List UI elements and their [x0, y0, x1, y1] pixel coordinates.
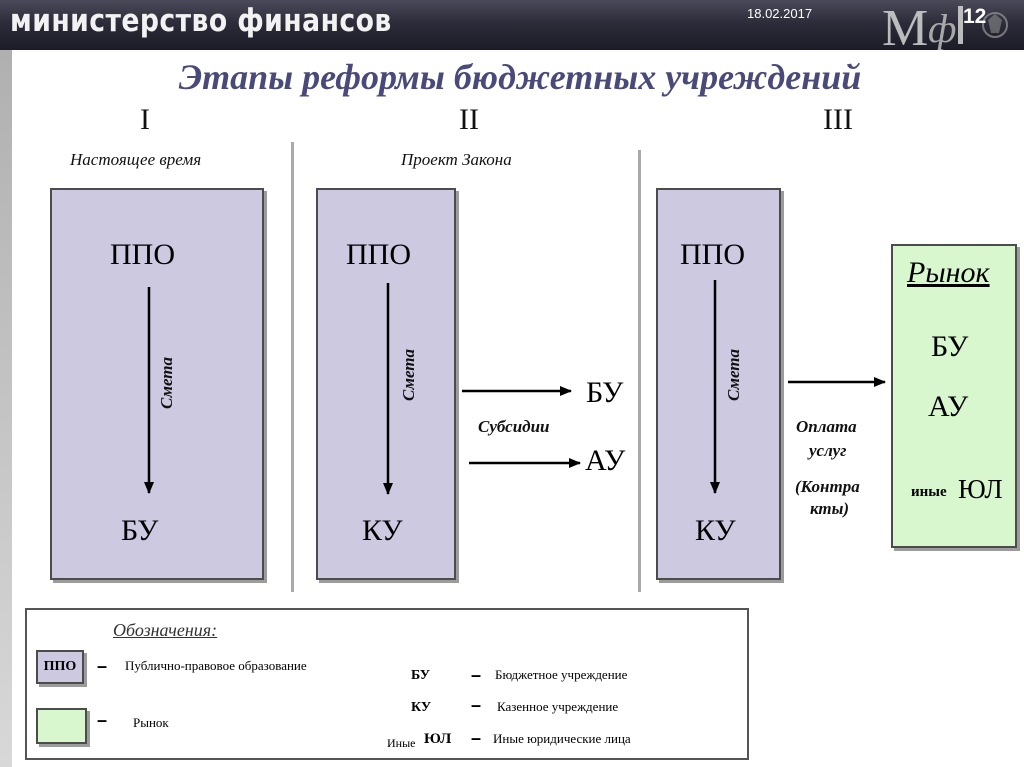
legend-yul-abbr: ЮЛ	[424, 731, 452, 747]
legend-yul-prefix: Иные	[387, 736, 416, 750]
slide-date: 18.02.2017	[747, 6, 813, 21]
separator-2-3	[638, 150, 641, 592]
legend-title: Обозначения:	[113, 620, 218, 640]
left-decor-bar	[0, 50, 12, 767]
subsidies-label: Субсидии	[478, 417, 550, 436]
slide-number: 12	[963, 5, 987, 28]
svg-text:M: M	[882, 0, 928, 50]
ministry-name: министерство финансов	[10, 3, 392, 39]
payment-label-line-2: услуг	[809, 441, 847, 460]
market-item-au: АУ	[928, 390, 969, 423]
market-item-other-prefix: иные	[911, 484, 947, 500]
payment-label-line-1: Оплата	[796, 417, 857, 436]
header-bar: министерство финансов 18.02.2017 M ф 12	[0, 0, 1024, 50]
stage-1-numeral: I	[140, 103, 150, 136]
market-box	[891, 244, 1017, 548]
legend-dash: –	[471, 665, 482, 685]
stage-1-box	[50, 188, 264, 580]
stage-1-arrow-label: Смета	[157, 356, 176, 410]
legend-market-definition: Рынок	[133, 715, 169, 730]
stage-3-box	[656, 188, 781, 580]
stage-1-top-label: ППО	[110, 238, 175, 271]
stage-1-label: Настоящее время	[70, 150, 202, 169]
stage-3-arrow-label: Смета	[724, 348, 743, 402]
legend-yul-definition: Иные юридические лица	[493, 731, 631, 746]
legend-bu-definition: Бюджетное учреждение	[495, 667, 628, 682]
legend-ku-definition: Казенное учреждение	[497, 699, 619, 714]
stage-2-output-au: АУ	[585, 444, 626, 477]
stage-2-label: Проект Закона	[401, 150, 512, 169]
slide-title: Этапы реформы бюджетных учреждений	[178, 57, 862, 97]
legend-dash: –	[471, 728, 482, 748]
legend-dash: –	[97, 656, 108, 676]
stage-3-top-label: ППО	[680, 238, 745, 271]
legend-ppo-swatch: ППО	[36, 650, 84, 684]
stage-2-numeral: II	[459, 103, 479, 136]
stage-2-output-bu: БУ	[586, 376, 624, 409]
stage-2-bottom-label: КУ	[362, 514, 403, 547]
legend-dash: –	[97, 710, 108, 730]
market-item-yul: ЮЛ	[958, 474, 1003, 504]
stage-2-top-label: ППО	[346, 238, 411, 271]
legend-bu-abbr: БУ	[411, 668, 431, 683]
legend-dash: –	[471, 695, 482, 715]
legend-ppo-definition: Публично-правовое образование	[125, 658, 307, 673]
market-title: Рынок	[907, 256, 990, 289]
stage-1-bottom-label: БУ	[121, 514, 159, 547]
stage-2-box	[316, 188, 456, 580]
payment-label-line-3: (Контра	[795, 477, 860, 496]
stage-3-numeral: III	[823, 103, 853, 136]
svg-text:ф: ф	[928, 6, 956, 50]
payment-label-line-4: кты)	[810, 499, 850, 518]
ministry-logo: M ф	[882, 0, 1008, 50]
separator-1-2	[291, 142, 294, 592]
legend-ku-abbr: КУ	[411, 700, 432, 715]
stage-3-bottom-label: КУ	[695, 514, 736, 547]
market-item-bu: БУ	[931, 330, 969, 363]
legend-box: Обозначения: ППО – Публично-правовое обр…	[25, 608, 749, 760]
legend-market-swatch	[36, 708, 87, 744]
stage-2-arrow-label: Смета	[399, 348, 418, 402]
